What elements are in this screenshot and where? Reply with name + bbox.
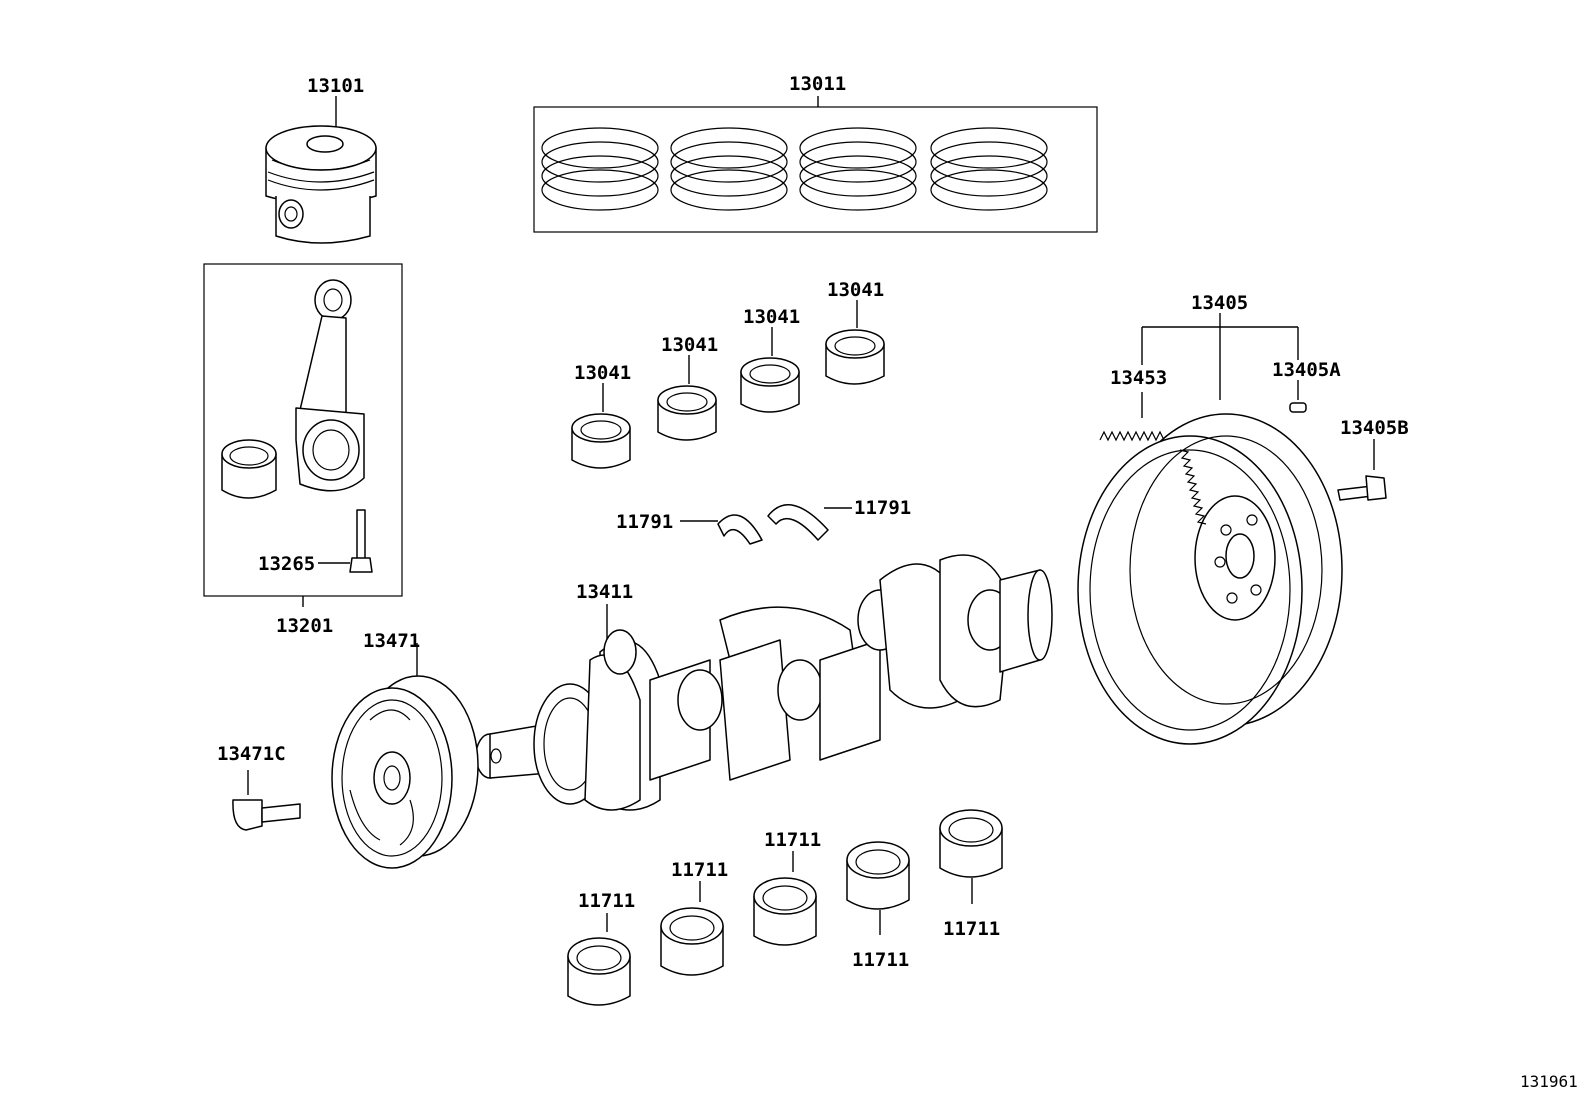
thrust-washer-right[interactable] — [767, 504, 852, 541]
label-main-bearing-5[interactable]: 11711 — [943, 918, 1000, 940]
label-main-bearing-1[interactable]: 11711 — [578, 890, 635, 912]
ring-stack-2 — [670, 127, 788, 211]
ring-stack-3 — [799, 127, 917, 211]
label-piston[interactable]: 13101 — [307, 75, 364, 97]
label-main-bearing-2[interactable]: 11711 — [671, 859, 728, 881]
thrust-washer-left[interactable] — [680, 514, 763, 545]
label-conrod-bolt[interactable]: 13265 — [258, 553, 315, 575]
conrod-bearing-2[interactable] — [657, 355, 717, 441]
flywheel-pin[interactable] — [1289, 402, 1307, 413]
label-conrod-bearing-2[interactable]: 13041 — [661, 334, 718, 356]
label-main-bearing-3[interactable]: 11711 — [764, 829, 821, 851]
label-ring-gear[interactable]: 13453 — [1110, 367, 1167, 389]
ring-gear[interactable] — [1099, 430, 1207, 525]
flywheel-assembly[interactable] — [1077, 313, 1343, 745]
conrod-bearing-3[interactable] — [740, 327, 800, 413]
label-flywheel-bolt[interactable]: 13405B — [1340, 417, 1409, 439]
crankshaft[interactable] — [475, 554, 1053, 811]
diagram-id: 131961 — [1520, 1072, 1578, 1091]
conrod-bolt[interactable] — [318, 509, 373, 573]
main-bearing-3[interactable] — [753, 851, 817, 946]
label-conrod-bearing-4[interactable]: 13041 — [827, 279, 884, 301]
main-bearing-5[interactable] — [939, 809, 1003, 904]
label-flywheel-pin[interactable]: 13405A — [1272, 359, 1341, 381]
ring-stack-1 — [541, 127, 659, 211]
conrod-bearing-1[interactable] — [571, 383, 631, 469]
pulley-bolt[interactable] — [232, 770, 301, 831]
label-thrust-washer-left[interactable]: 11791 — [616, 511, 673, 533]
label-ring-set[interactable]: 13011 — [789, 73, 846, 95]
label-flywheel[interactable]: 13405 — [1191, 292, 1248, 314]
label-conrod-bearing-3[interactable]: 13041 — [743, 306, 800, 328]
label-thrust-washer-right[interactable]: 11791 — [854, 497, 911, 519]
label-pulley-bolt[interactable]: 13471C — [217, 743, 286, 765]
label-crankshaft[interactable]: 13411 — [576, 581, 633, 603]
label-conrod-assy[interactable]: 13201 — [276, 615, 333, 637]
ring-stack-4 — [930, 127, 1048, 211]
label-pulley[interactable]: 13471 — [363, 630, 420, 652]
piston[interactable] — [265, 96, 377, 244]
flywheel-bolt[interactable] — [1337, 439, 1387, 501]
crank-pulley[interactable] — [331, 643, 479, 869]
main-bearing-1[interactable] — [567, 913, 631, 1006]
connecting-rod-assembly[interactable] — [203, 263, 403, 607]
label-conrod-bearing-1[interactable]: 13041 — [574, 362, 631, 384]
main-bearing-4[interactable] — [846, 841, 910, 935]
piston-ring-set[interactable] — [533, 96, 1098, 233]
main-bearing-2[interactable] — [660, 881, 724, 976]
conrod-bearing-4[interactable] — [825, 300, 885, 385]
label-main-bearing-4[interactable]: 11711 — [852, 949, 909, 971]
